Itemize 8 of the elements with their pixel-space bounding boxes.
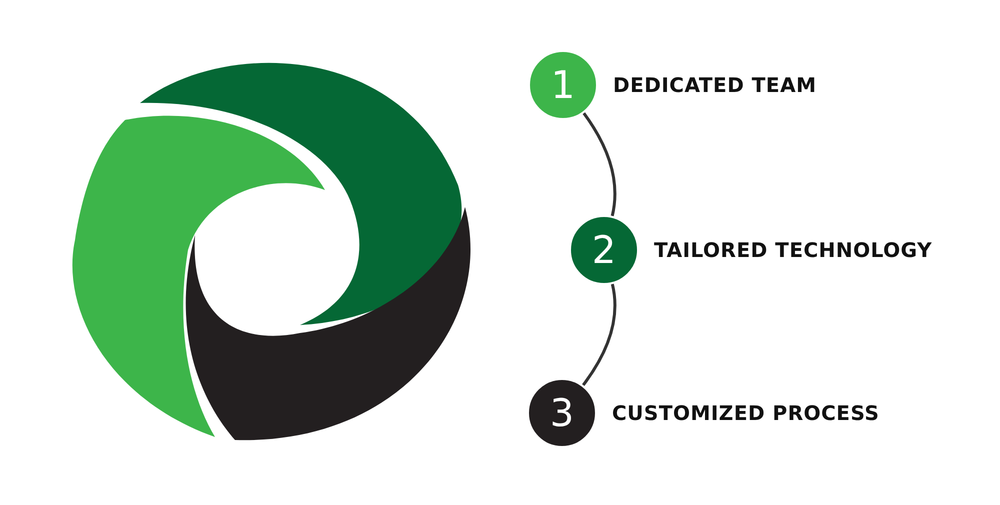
connector-line bbox=[582, 284, 616, 386]
number-circle: 3 bbox=[527, 378, 597, 448]
number-circle: 1 bbox=[528, 50, 598, 120]
step-label: CUSTOMIZED PROCESS bbox=[612, 403, 880, 423]
step-label: DEDICATED TEAM bbox=[613, 75, 816, 95]
number-circle: 2 bbox=[569, 215, 639, 285]
connector-line bbox=[582, 112, 616, 216]
step-label: TAILORED TECHNOLOGY bbox=[654, 240, 932, 260]
